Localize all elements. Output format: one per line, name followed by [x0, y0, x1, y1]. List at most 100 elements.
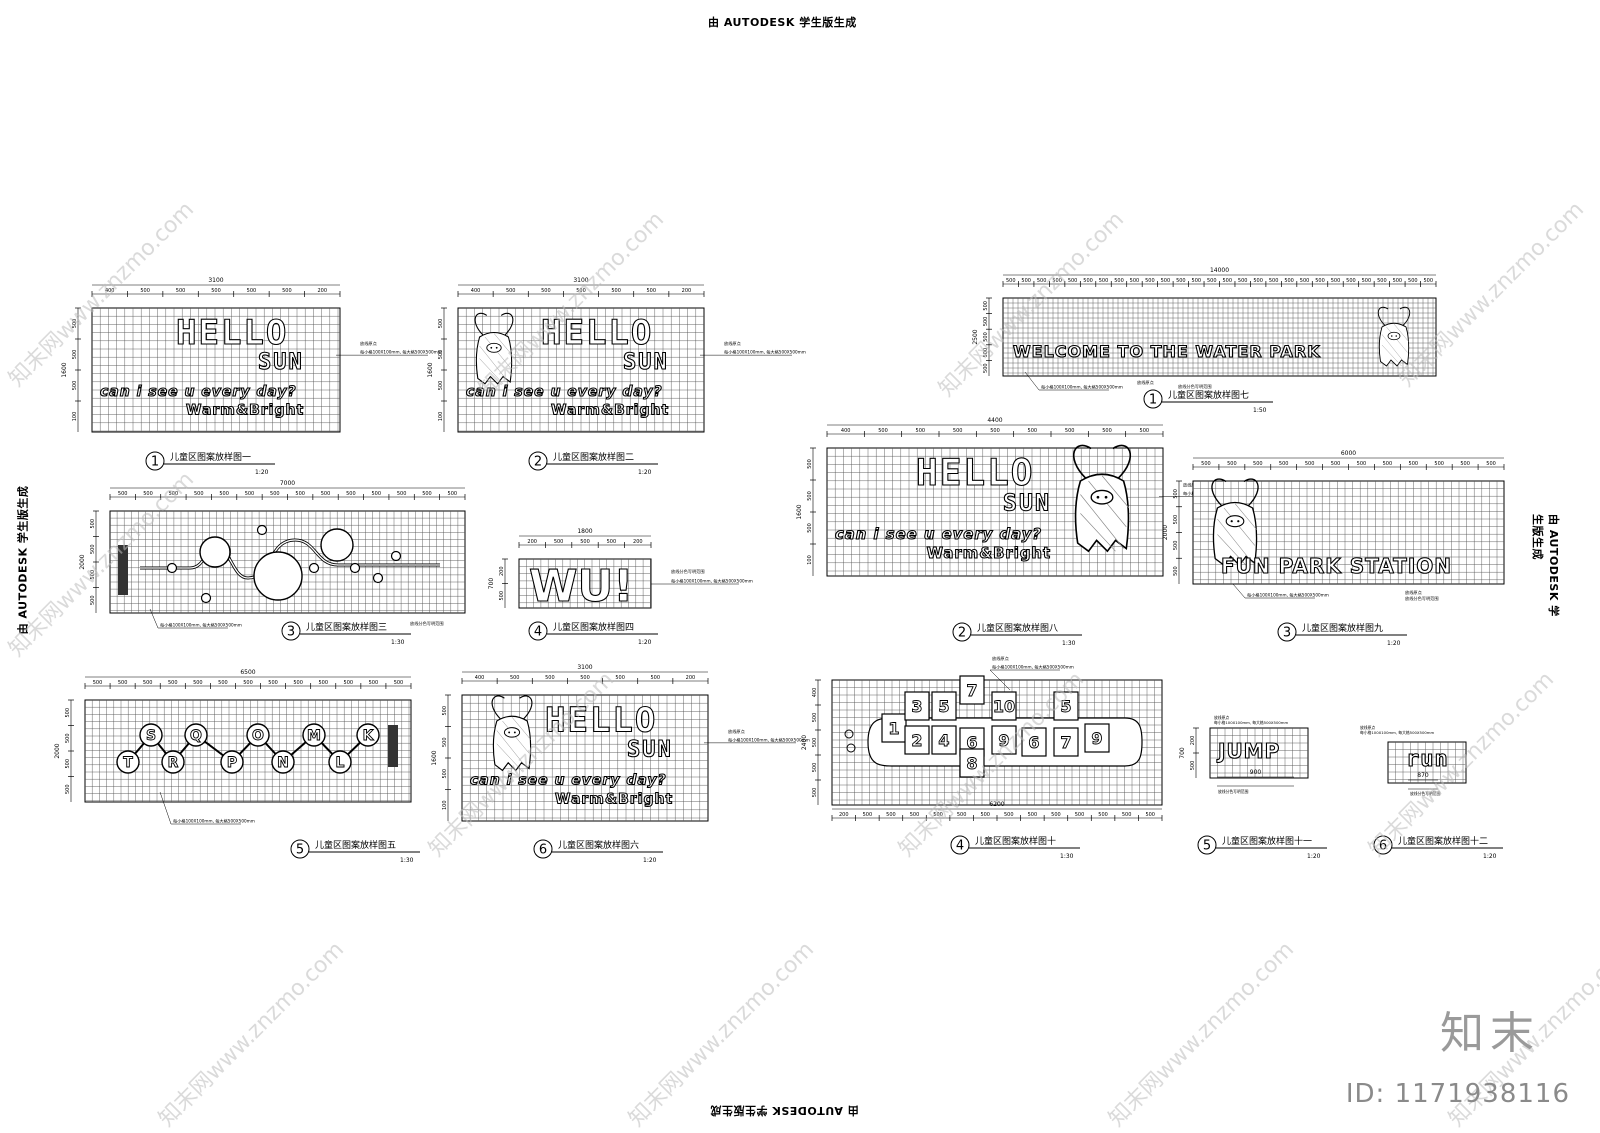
letter-text: M — [307, 728, 321, 744]
hello-text: HELLO — [916, 453, 1034, 494]
dim-total: 700 — [1179, 747, 1186, 759]
dim-total: 4400 — [987, 417, 1002, 424]
dim-label: 500 — [93, 680, 103, 686]
dim-label: 500 — [247, 288, 257, 294]
dim-label: 500 — [211, 288, 221, 294]
title-text: 儿童区图案放样图十一 — [1222, 835, 1312, 847]
warm-bright-text: Warm&Bright — [555, 791, 673, 807]
dim-label: 500 — [1004, 812, 1014, 818]
dim-label: 500 — [651, 675, 661, 681]
origin-text: 放线原点 — [728, 728, 745, 735]
title-scale: 1:30 — [391, 639, 405, 646]
title-scale: 1:20 — [638, 639, 652, 646]
dim-label: 500 — [1173, 515, 1179, 525]
dim-label: 500 — [1357, 461, 1367, 467]
dim-total: 2500 — [972, 329, 979, 344]
dim-label: 500 — [545, 675, 555, 681]
dim-label: 500 — [983, 332, 989, 342]
grid-lines — [519, 559, 651, 608]
dim-total: 6000 — [1341, 450, 1356, 457]
title-text: 儿童区图案放样图七 — [1168, 389, 1249, 401]
dim-label: 500 — [506, 288, 516, 294]
hop-number: 3 — [911, 697, 922, 716]
dim-label: 500 — [268, 680, 278, 686]
origin-text: 放线原点 — [992, 655, 1009, 662]
origin-text: 放线原点 — [724, 340, 741, 347]
dim-label: 500 — [878, 428, 888, 434]
title-text: 儿童区图案放样图二 — [553, 451, 634, 463]
dim-label: 500 — [422, 491, 432, 497]
hop-number: 6 — [966, 733, 977, 752]
dim-label: 500 — [1145, 278, 1155, 284]
dim-label: 500 — [957, 812, 967, 818]
leader-text: 每小格100X100mm, 每大格500X500mm — [728, 736, 810, 743]
creature-body — [1212, 501, 1258, 567]
hop-cell — [991, 725, 1017, 755]
dim-label: 500 — [72, 350, 78, 360]
dim-label: 500 — [282, 288, 292, 294]
side-bar — [388, 725, 398, 767]
fun-park-text: FUN PARK STATION — [1221, 554, 1452, 578]
leader-line — [149, 608, 228, 629]
dim-label: 500 — [1098, 812, 1108, 818]
dim-label: 100 — [807, 555, 813, 565]
dim-total: 1600 — [796, 504, 803, 519]
sun-text: SUN — [627, 738, 673, 763]
dim-label: 500 — [1201, 461, 1211, 467]
dim-label: 500 — [72, 381, 78, 391]
leader-note: 每小格100X100mm, 每大格500X500mm — [700, 349, 806, 356]
title-text: 儿童区图案放样图三 — [306, 621, 387, 633]
dim-label: 500 — [176, 288, 186, 294]
origin-text: 放线原点 — [1183, 481, 1200, 488]
title-number-circle — [1373, 835, 1393, 855]
track-dot — [256, 524, 268, 536]
creature-snout — [1090, 489, 1114, 505]
dim-total: 1600 — [61, 362, 68, 377]
letter-text: O — [252, 728, 264, 744]
dim-label: 500 — [65, 708, 71, 718]
title-text: 儿童区图案放样图四 — [553, 621, 634, 633]
creature-nostril — [1237, 520, 1240, 523]
creature-horns — [1377, 306, 1411, 326]
dim-label: 500 — [1021, 278, 1031, 284]
dim-label: 500 — [1173, 489, 1179, 499]
creature-snout — [1387, 331, 1401, 341]
dim-label: 500 — [580, 539, 590, 545]
dim-label: 500 — [1051, 812, 1061, 818]
dim-label: 500 — [886, 812, 896, 818]
dim-label: 500 — [1145, 812, 1155, 818]
dim-label: 500 — [812, 788, 818, 798]
grid — [1209, 727, 1309, 779]
creature-figure — [474, 312, 514, 385]
track-dot — [372, 572, 384, 584]
dim-total: 14000 — [1210, 267, 1229, 274]
slogan-text: can i see u every day? — [100, 384, 297, 400]
dim-label: 500 — [1192, 278, 1202, 284]
dim-label: 500 — [1190, 761, 1196, 771]
dim-label: 400 — [471, 288, 481, 294]
letter-disc — [356, 723, 380, 747]
dim-label: 100 — [442, 800, 448, 810]
dim-label: 500 — [438, 381, 444, 391]
top-dimensions: 870 — [1408, 772, 1438, 790]
dim-label: 500 — [1377, 278, 1387, 284]
dim-label: 500 — [90, 595, 96, 605]
hop-cell — [931, 725, 957, 755]
dim-total: 1600 — [427, 362, 434, 377]
slogan-text: can i see u every day? — [835, 526, 1042, 543]
dim-label: 500 — [318, 680, 328, 686]
run-text: run — [1406, 747, 1449, 772]
creature-body — [492, 715, 532, 772]
creature-hatch — [1217, 503, 1258, 566]
